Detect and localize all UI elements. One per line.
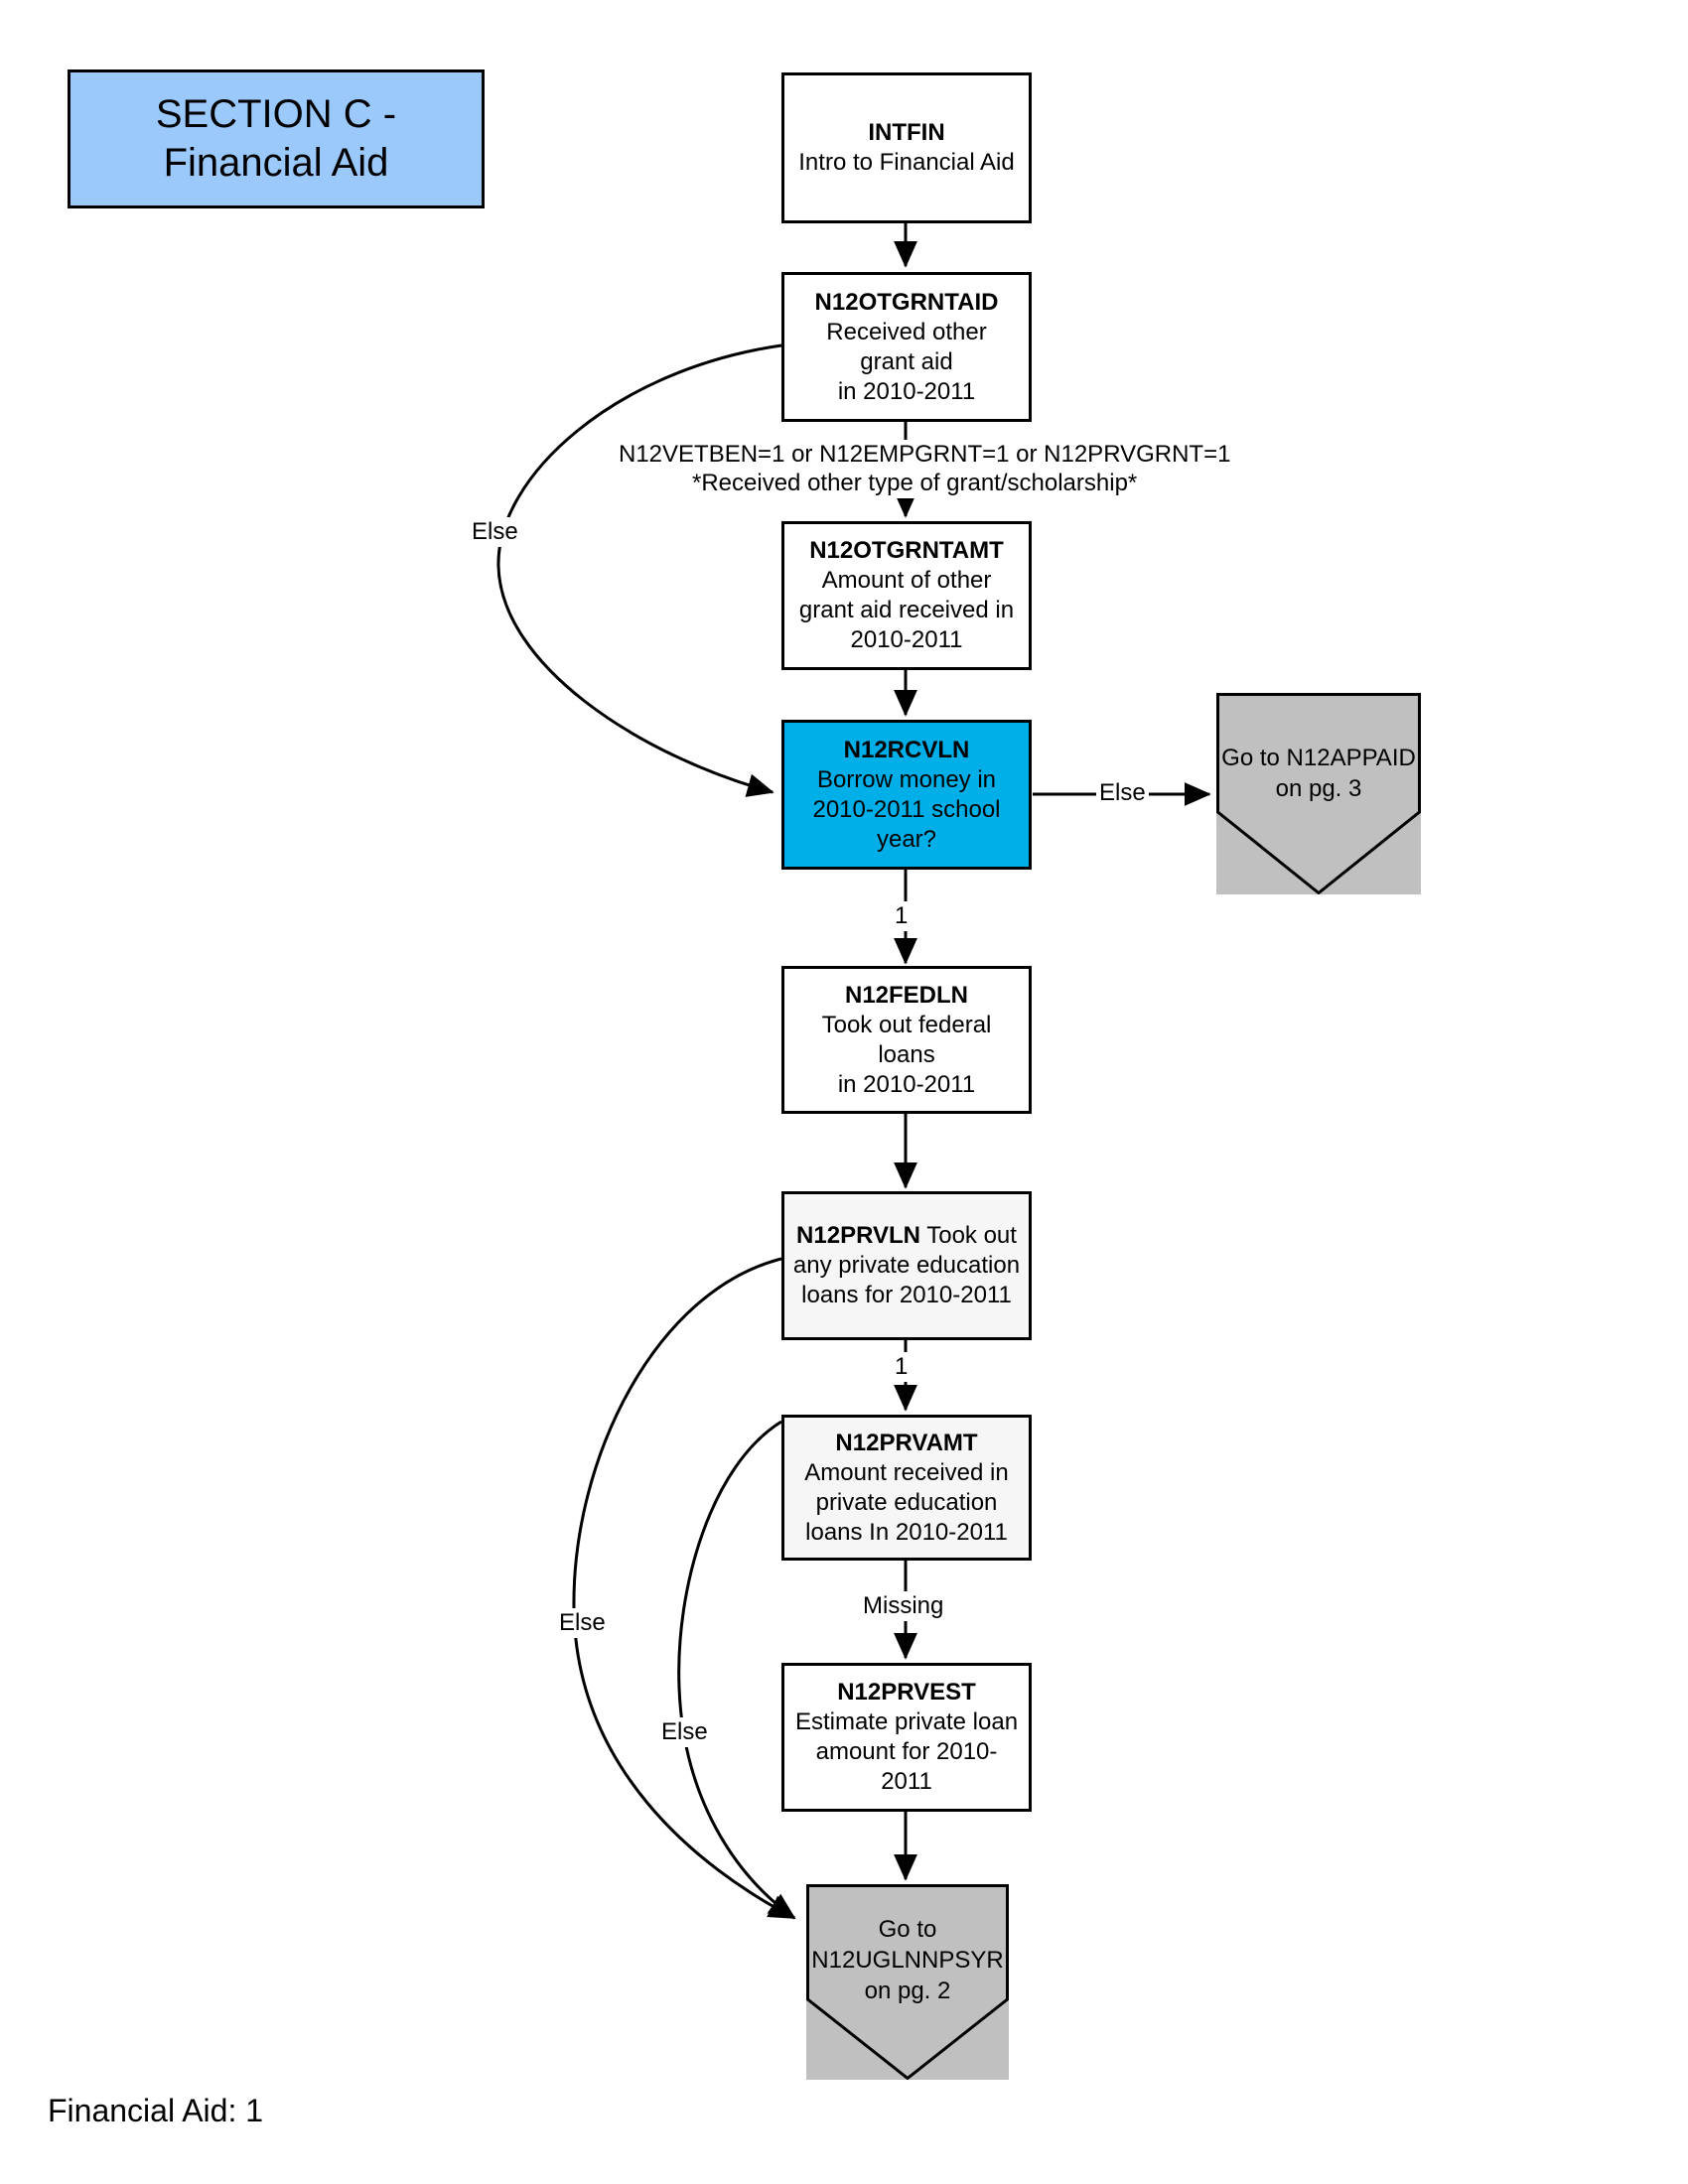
node-n12otgrntamt-desc: Amount of other grant aid received in 20… [798,567,1015,653]
edge-label-grant-condition-line2: *Received other type of grant/scholarshi… [689,469,1141,498]
node-n12otgrntaid-desc-line3: in 2010-2011 [837,377,976,405]
node-n12prvest[interactable]: N12PRVEST Estimate private loan amount f… [781,1663,1032,1812]
goto-n12appaid-line1: Go to N12APPAID [1221,745,1416,771]
node-n12prvest-desc-line2: amount for 2010-2011 [815,1738,998,1795]
node-n12otgrntaid-desc-line2: grant aid [860,347,953,375]
edge-label-missing-prvamt: Missing [860,1591,947,1621]
node-n12prvamt-desc: Amount received in private education loa… [804,1458,1009,1546]
edge-label-else-rcvln: Else [1096,778,1149,808]
node-n12otgrntaid[interactable]: N12OTGRNTAID Received other grant aid in… [781,272,1032,422]
goto-n12uglnnpsyr-line3: on pg. 2 [864,1978,951,2005]
edge-prvamt-else-to-uglnnpsyr [677,1420,796,1920]
goto-n12appaid[interactable]: Go to N12APPAID on pg. 3 [1216,693,1421,894]
section-header-line2: Financial Aid [163,141,389,185]
node-n12prvest-desc-line1: Estimate private loan [794,1708,1019,1735]
node-n12prvamt[interactable]: N12PRVAMT Amount received in private edu… [781,1415,1032,1561]
edge-otgrntaid-else-to-rcvln [496,343,782,797]
edge-label-one-rcvln: 1 [892,901,912,931]
node-intfin-desc: Intro to Financial Aid [798,149,1015,176]
edge-prvln-else-to-uglnnpsyr [572,1257,796,1920]
edge-label-else-prvln: Else [556,1608,609,1638]
node-n12prvln-code: N12PRVLN [796,1222,920,1249]
goto-n12uglnnpsyr[interactable]: Go to N12UGLNNPSYR on pg. 2 [806,1884,1009,2080]
goto-n12appaid-label: Go to N12APPAID on pg. 3 [1216,743,1421,804]
node-n12fedln-desc-line2: in 2010-2011 [837,1070,976,1098]
node-n12otgrntamt[interactable]: N12OTGRNTAMT Amount of other grant aid r… [781,521,1032,670]
goto-n12uglnnpsyr-shape [806,1884,1009,2080]
node-n12fedln-desc-line1: Took out federal loans [821,1011,992,1068]
goto-n12appaid-shape [1216,693,1421,894]
node-intfin-code: INTFIN [868,119,945,146]
node-n12fedln-code: N12FEDLN [844,981,969,1009]
edge-label-one-prvln: 1 [892,1352,912,1382]
node-n12prvln-desc: Took out any private education loans for… [792,1222,1021,1308]
node-n12otgrntaid-code: N12OTGRNTAID [814,288,999,316]
node-n12prvamt-code: N12PRVAMT [835,1429,978,1456]
goto-n12appaid-line2: on pg. 3 [1275,775,1362,803]
section-header-line1: SECTION C - [155,92,397,137]
node-n12rcvln-desc: Borrow money in 2010-2011 school year? [812,765,1001,853]
node-n12fedln[interactable]: N12FEDLN Took out federal loans in 2010-… [781,966,1032,1114]
node-n12rcvln[interactable]: N12RCVLN Borrow money in 2010-2011 schoo… [781,720,1032,870]
section-header-badge: SECTION C - Financial Aid [68,69,485,208]
page-footer: Financial Aid: 1 [48,2093,264,2128]
node-intfin[interactable]: INTFIN Intro to Financial Aid [781,72,1032,223]
goto-n12uglnnpsyr-line1: Go to [878,1916,937,1943]
node-n12prvln[interactable]: N12PRVLN Took out any private education … [781,1191,1032,1340]
goto-n12uglnnpsyr-label: Go to N12UGLNNPSYR on pg. 2 [806,1914,1009,2007]
node-n12prvest-code: N12PRVEST [837,1679,976,1706]
edge-label-else-prvamt: Else [658,1717,711,1747]
node-n12otgrntamt-code: N12OTGRNTAMT [809,537,1004,564]
node-n12rcvln-code: N12RCVLN [843,736,970,763]
edge-label-else-otgrntaid: Else [469,517,521,547]
goto-n12uglnnpsyr-line2: N12UGLNNPSYR [811,1947,1004,1975]
edge-label-grant-condition-line1: N12VETBEN=1 or N12EMPGRNT=1 or N12PRVGRN… [616,440,1234,470]
node-n12otgrntaid-desc-line1: Received other [826,318,987,345]
